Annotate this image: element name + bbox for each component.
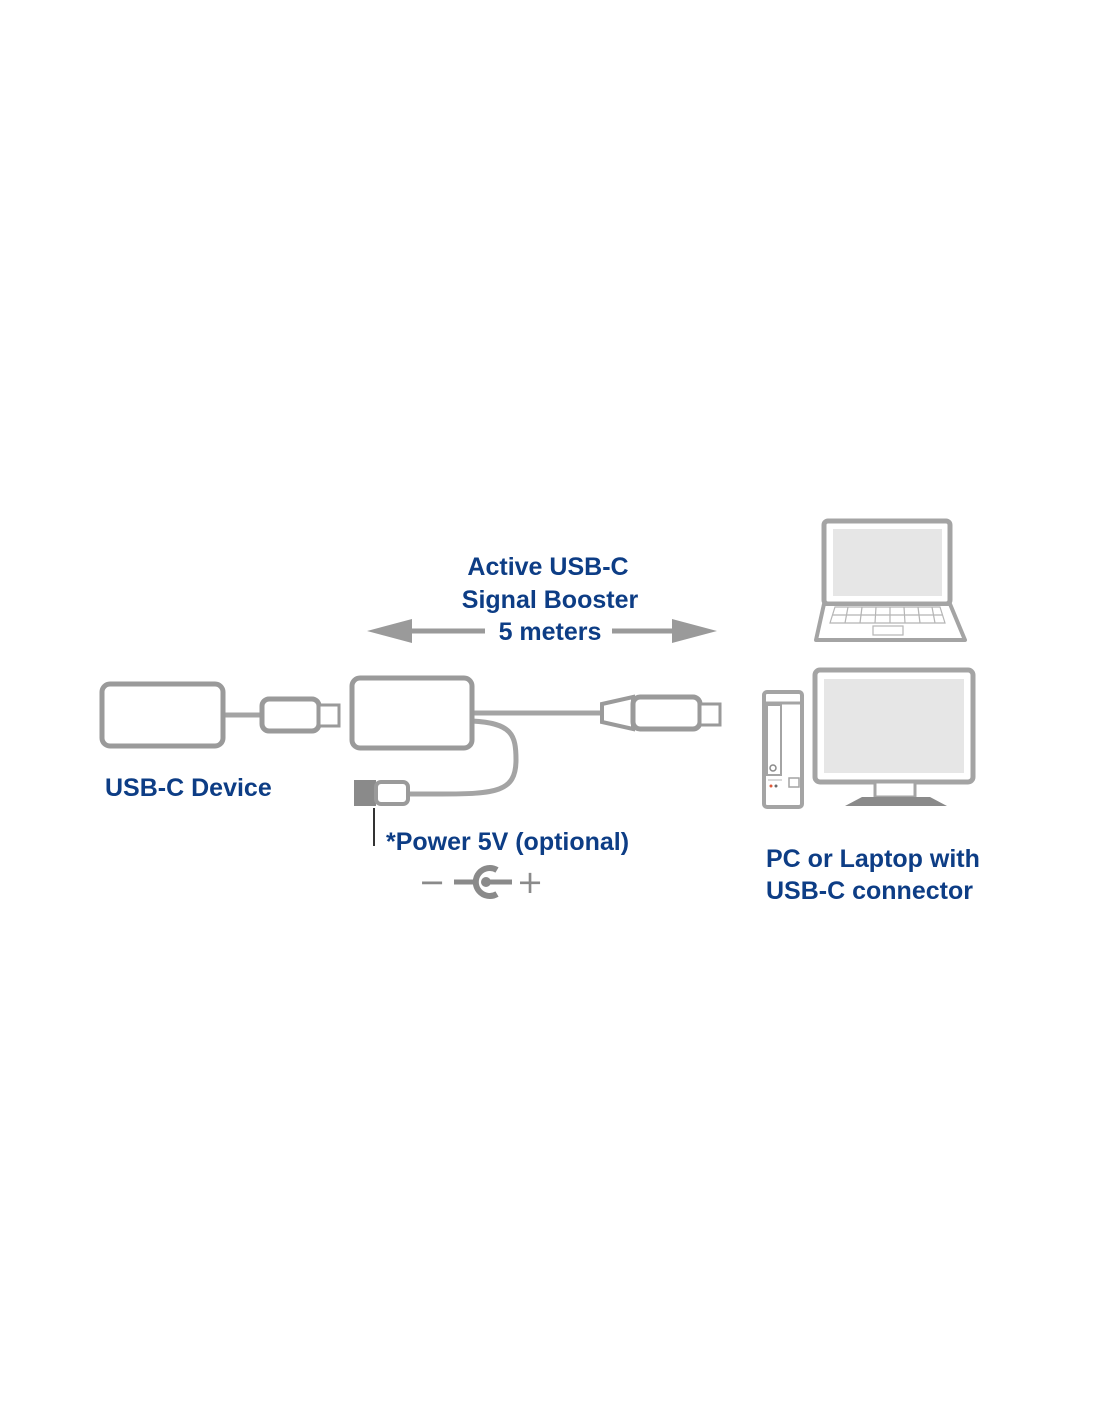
dc-polarity-icon: − + bbox=[419, 863, 544, 901]
power-label: *Power 5V (optional) bbox=[386, 828, 629, 856]
right-arrow-icon bbox=[612, 619, 717, 643]
booster-label-line1: Active USB-C bbox=[467, 553, 628, 581]
device-label: USB-C Device bbox=[105, 774, 272, 802]
booster-label-line3: 5 meters bbox=[499, 618, 602, 646]
laptop-icon bbox=[814, 518, 967, 642]
left-arrow-icon bbox=[367, 619, 485, 643]
pc-tower-icon bbox=[762, 690, 804, 809]
signal-booster-icon bbox=[349, 675, 722, 806]
positive-symbol: + bbox=[517, 863, 544, 901]
monitor-icon bbox=[812, 667, 976, 806]
host-label-line2: USB-C connector bbox=[766, 877, 973, 905]
laptop-keyboard bbox=[829, 606, 946, 636]
host-label-line1: PC or Laptop with bbox=[766, 845, 980, 873]
usb-c-device-icon bbox=[99, 681, 341, 749]
booster-label-line2: Signal Booster bbox=[462, 586, 639, 614]
distance-arrows bbox=[367, 619, 717, 643]
negative-symbol: − bbox=[419, 863, 446, 901]
